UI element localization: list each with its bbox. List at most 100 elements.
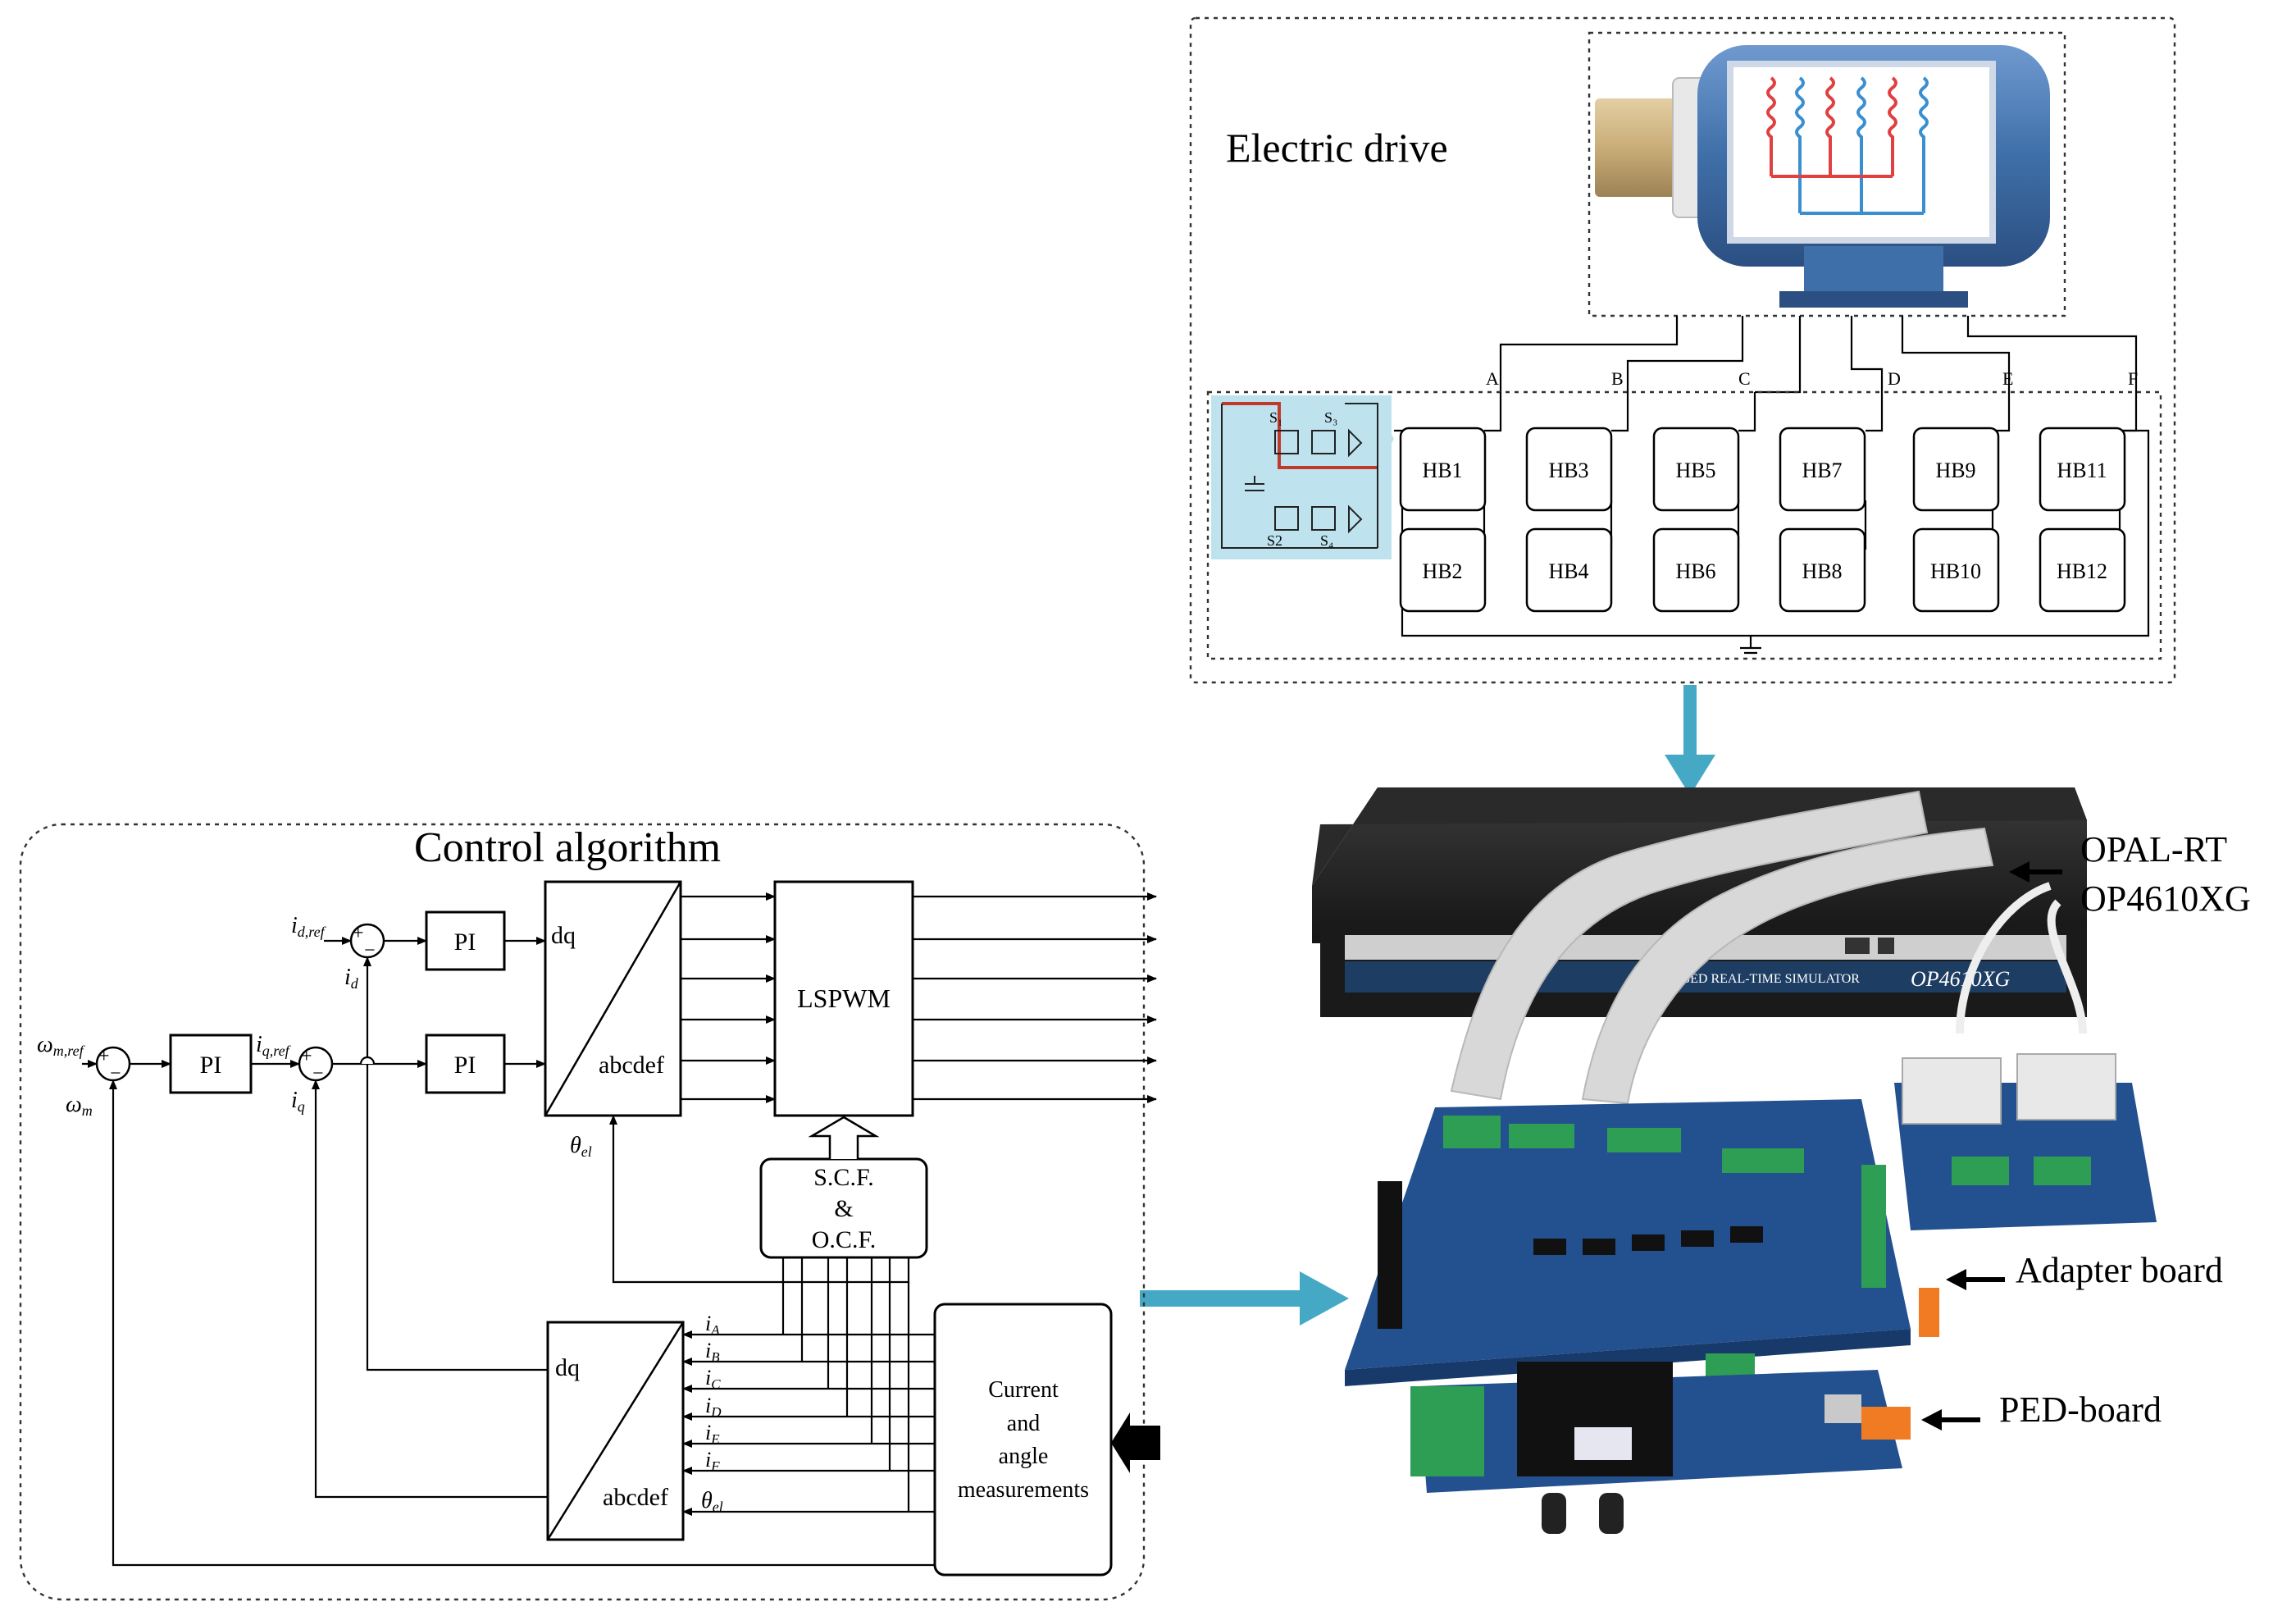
theta-label-bottom: θel bbox=[701, 1488, 723, 1515]
theta-label-top: θel bbox=[570, 1133, 592, 1160]
phase-label-f: F bbox=[2128, 368, 2138, 389]
down-arrow bbox=[1665, 685, 1715, 796]
sum3-minus: − bbox=[364, 940, 376, 961]
hb-block-10 bbox=[1912, 527, 2000, 613]
ie-label: iE bbox=[705, 1421, 720, 1447]
id-phase-label: iD bbox=[705, 1394, 722, 1420]
wm-label: ωm bbox=[66, 1092, 93, 1119]
meas-line-3: angle bbox=[999, 1444, 1049, 1469]
adapter-board-label: Adapter board bbox=[2016, 1250, 2223, 1290]
fault-line-2: & bbox=[834, 1195, 853, 1222]
wm-ref-label: ωm,ref bbox=[37, 1032, 86, 1059]
switch-label-s3: S₃ bbox=[1324, 409, 1337, 426]
ribbon-cables bbox=[1450, 790, 1994, 1105]
electric-drive-frame bbox=[1189, 16, 2176, 684]
electric-drive-section: Electric drive bbox=[1189, 16, 2176, 684]
control-frame bbox=[19, 823, 1146, 1601]
meas-line-1: Current bbox=[988, 1377, 1059, 1403]
simulator-banner-text: BASED REAL-TIME SIMULATOR bbox=[1665, 972, 1860, 986]
hb-label-1: HB1 bbox=[1422, 459, 1462, 482]
half-bridge-blocks: HB1 HB3 HB5 HB7 HB9 HB11 HB2 HB4 HB6 HB8… bbox=[1394, 392, 2150, 655]
hb-block-2 bbox=[1399, 527, 1487, 613]
inverse-park-dq-label: dq bbox=[551, 922, 576, 949]
hb-label-5: HB5 bbox=[1675, 459, 1715, 482]
fault-line-1: S.C.F. bbox=[813, 1164, 873, 1191]
ped-board-label: PED-board bbox=[1999, 1390, 2162, 1430]
opal-rt-label: OPAL-RT bbox=[2080, 829, 2227, 869]
coil-windings bbox=[1766, 76, 1929, 215]
sum1-plus: + bbox=[98, 1046, 110, 1067]
park-abcdef-label: abcdef bbox=[603, 1484, 668, 1511]
measurement-block bbox=[933, 1303, 1113, 1577]
pi-speed-label: PI bbox=[200, 1052, 222, 1079]
hb-block-6 bbox=[1652, 527, 1740, 613]
meas-line-2: and bbox=[1007, 1411, 1040, 1436]
phase-label-d: D bbox=[1888, 368, 1901, 389]
control-title: Control algorithm bbox=[414, 824, 721, 871]
measurement-input-arrow bbox=[1111, 1412, 1160, 1473]
signal-labels: id,ref id iq,ref iq ωm,ref ωm θel θel iA… bbox=[37, 913, 723, 1515]
right-arrow bbox=[1140, 1271, 1349, 1326]
hb-label-12: HB12 bbox=[2057, 559, 2107, 583]
switch-label-s1: S₁ bbox=[1269, 409, 1282, 426]
hb-label-4: HB4 bbox=[1548, 559, 1588, 583]
sum2-plus: + bbox=[301, 1046, 312, 1067]
hb-block-9 bbox=[1912, 427, 2000, 512]
pi-q-label: PI bbox=[454, 1052, 476, 1079]
control-algorithm-section: Control algorithm PI PI PI dq abcdef LSP… bbox=[19, 823, 1160, 1601]
hb-block-11 bbox=[2039, 427, 2126, 512]
hb-block-7 bbox=[1779, 427, 1866, 512]
lspwm-label: LSPWM bbox=[797, 983, 891, 1013]
hb-label-8: HB8 bbox=[1802, 559, 1842, 583]
park-dq-label: dq bbox=[555, 1354, 580, 1381]
iq-ref-label: iq,ref bbox=[256, 1032, 292, 1059]
phase-label-b: B bbox=[1611, 368, 1624, 389]
sum3-plus: + bbox=[353, 923, 364, 944]
callout-arrows bbox=[1921, 861, 2062, 1431]
hb-label-7: HB7 bbox=[1802, 459, 1842, 482]
fault-line-3: O.C.F. bbox=[812, 1226, 876, 1253]
hb-label-11: HB11 bbox=[2057, 459, 2107, 482]
hb-block-5 bbox=[1652, 427, 1740, 512]
electric-drive-title: Electric drive bbox=[1226, 125, 1448, 171]
id-label: id bbox=[344, 965, 359, 992]
flow-arrows bbox=[1140, 685, 1715, 1326]
switch-label-s2: S2 bbox=[1267, 532, 1282, 549]
simulator-model-text: OP4610XG bbox=[1911, 967, 2011, 991]
ia-label: iA bbox=[705, 1312, 720, 1338]
inverter-frame bbox=[1206, 390, 2162, 660]
hb-label-2: HB2 bbox=[1422, 559, 1462, 583]
inverse-park-abcdef-label: abcdef bbox=[599, 1052, 664, 1079]
phase-wires bbox=[1499, 316, 2138, 394]
lspwm-block bbox=[773, 880, 914, 1117]
phase-label-e: E bbox=[2002, 368, 2013, 389]
switch-label-s4: S₄ bbox=[1320, 532, 1333, 549]
control-wires bbox=[82, 892, 1157, 1567]
sum2-minus: − bbox=[312, 1063, 324, 1084]
op4610xg-label: OP4610XG bbox=[2080, 878, 2251, 919]
if-label: iF bbox=[705, 1448, 720, 1474]
meas-line-4: measurements bbox=[958, 1477, 1089, 1503]
sum1-minus: − bbox=[110, 1063, 121, 1084]
hb-block-8 bbox=[1779, 527, 1866, 613]
hb-label-10: HB10 bbox=[1930, 559, 1981, 583]
hb-block-4 bbox=[1525, 527, 1613, 613]
hb-block-12 bbox=[2039, 527, 2126, 613]
fault-to-lspwm-arrow bbox=[808, 1116, 880, 1159]
hardware-photo: BASED REAL-TIME SIMULATOR OP4610XG bbox=[1312, 787, 2251, 1534]
phase-label-c: C bbox=[1738, 368, 1751, 389]
ic-label: iC bbox=[705, 1366, 721, 1392]
phase-labels: A B C D E F bbox=[1486, 368, 2138, 389]
hb-block-1 bbox=[1399, 427, 1487, 512]
half-bridge-detail: S₁ S₃ S2 S₄ bbox=[1211, 395, 1394, 559]
hb-block-3 bbox=[1525, 427, 1613, 512]
id-ref-label: id,ref bbox=[291, 913, 327, 940]
pi-d-label: PI bbox=[454, 929, 476, 956]
phase-label-a: A bbox=[1486, 368, 1499, 389]
pi-d-block bbox=[425, 910, 506, 971]
hb-label-9: HB9 bbox=[1935, 459, 1975, 482]
iq-label: iq bbox=[291, 1088, 305, 1115]
motor-frame bbox=[1588, 31, 2066, 317]
hb-label-3: HB3 bbox=[1548, 459, 1588, 482]
